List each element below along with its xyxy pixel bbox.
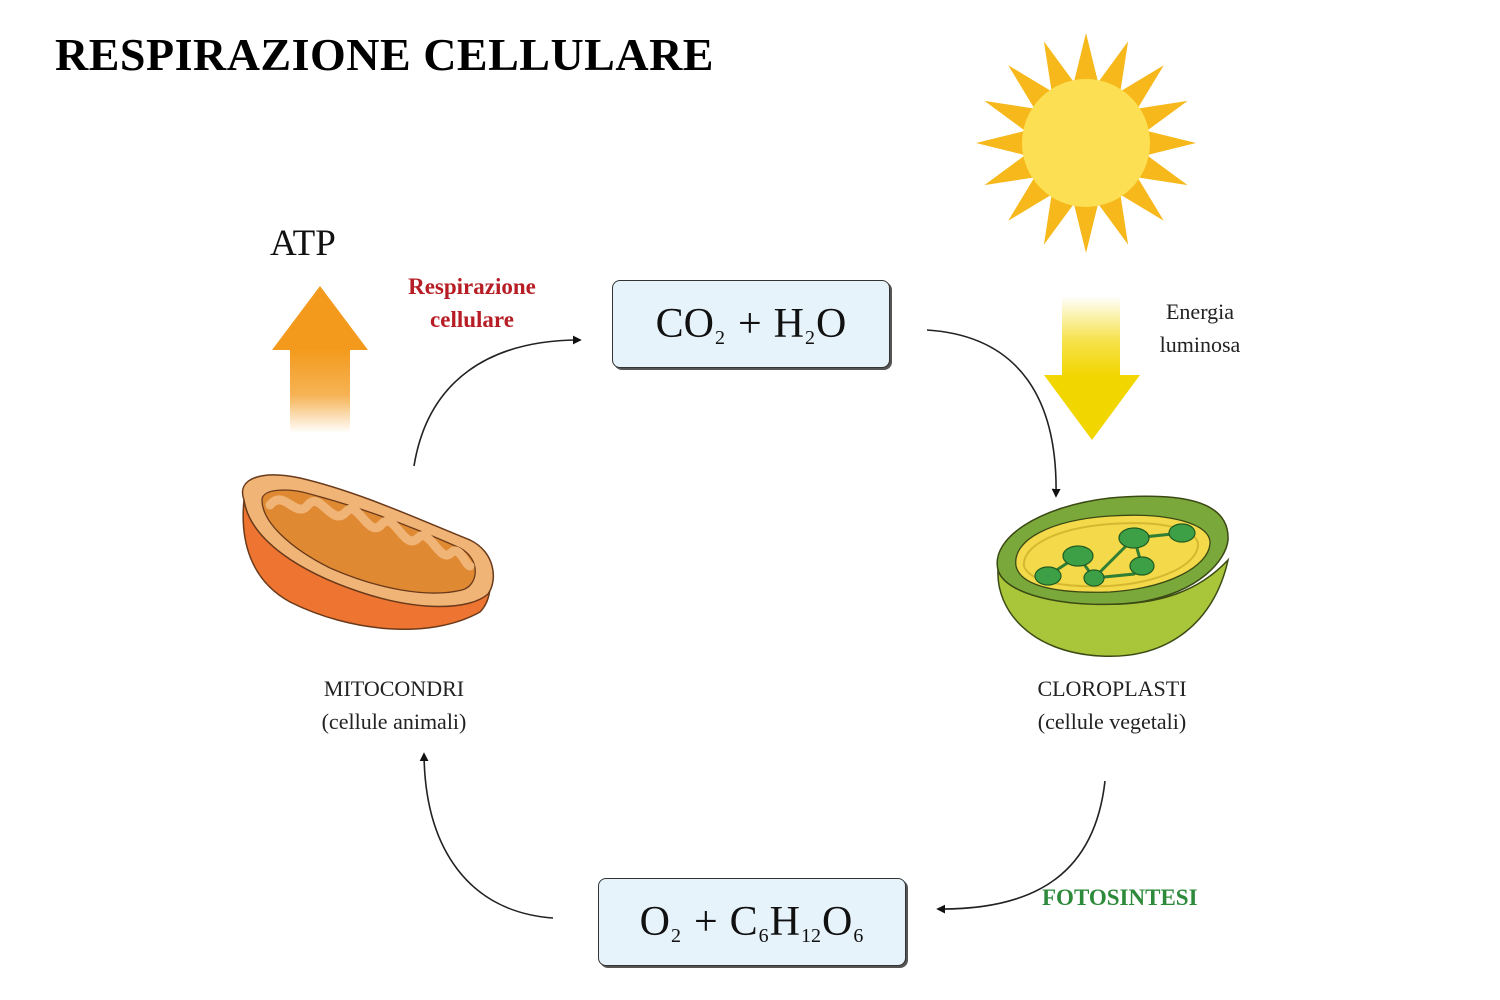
respiration-label-line2: cellulare (430, 307, 514, 332)
formula-text: H (769, 899, 801, 945)
respiration-label: Respirazione cellulare (372, 270, 572, 336)
mitochondria-name: MITOCONDRI (323, 676, 465, 701)
respiration-label-line1: Respirazione (408, 274, 536, 299)
light-energy-label-line2: luminosa (1159, 332, 1241, 357)
formula-subscript: 12 (801, 924, 822, 947)
formula-subscript: 2 (714, 326, 725, 349)
formula-text: O (816, 301, 847, 347)
mitochondria-caption: MITOCONDRI (cellule animali) (264, 672, 524, 738)
formula-subscript: 6 (853, 924, 864, 947)
formula-text: H (773, 301, 805, 347)
chloroplasts-caption: CLOROPLASTI (cellule vegetali) (982, 672, 1242, 738)
atp-up-arrow-icon (272, 286, 368, 433)
light-energy-label-line1: Energia (1165, 299, 1234, 324)
formula-subscript: 6 (758, 924, 769, 947)
atp-label: ATP (270, 223, 336, 264)
chloroplasts-name: CLOROPLASTI (1037, 676, 1187, 701)
formula-text: O (822, 899, 853, 945)
light-energy-label: Energia luminosa (1130, 295, 1270, 361)
sun-icon (976, 33, 1196, 253)
photosynthesis-label: FOTOSINTESI (1042, 885, 1198, 910)
formula-subscript: 2 (670, 924, 681, 947)
light-down-arrow-icon (1044, 296, 1140, 440)
formula-subscript: 2 (805, 326, 816, 349)
cycle-arrow-chloroplast-to-o2 (936, 780, 1106, 914)
page-title: RESPIRAZIONE CELLULARE (55, 29, 714, 80)
formula-operator: + (693, 899, 718, 945)
formula-text: C (729, 899, 758, 945)
formula-text: CO (655, 301, 714, 347)
chloroplast-icon (996, 495, 1230, 657)
mitochondria-subtitle: (cellule animali) (321, 709, 467, 734)
formula-operator: + (737, 301, 762, 347)
cycle-arrow-co2-to-chloroplast (926, 329, 1061, 498)
mitochondrion-icon (241, 474, 495, 630)
cycle-arrow-o2-to-mito (419, 752, 554, 919)
chloroplasts-subtitle: (cellule vegetali) (1037, 709, 1187, 734)
cycle-arrow-mito-to-co2 (413, 335, 582, 467)
formula-text: O (639, 899, 670, 945)
